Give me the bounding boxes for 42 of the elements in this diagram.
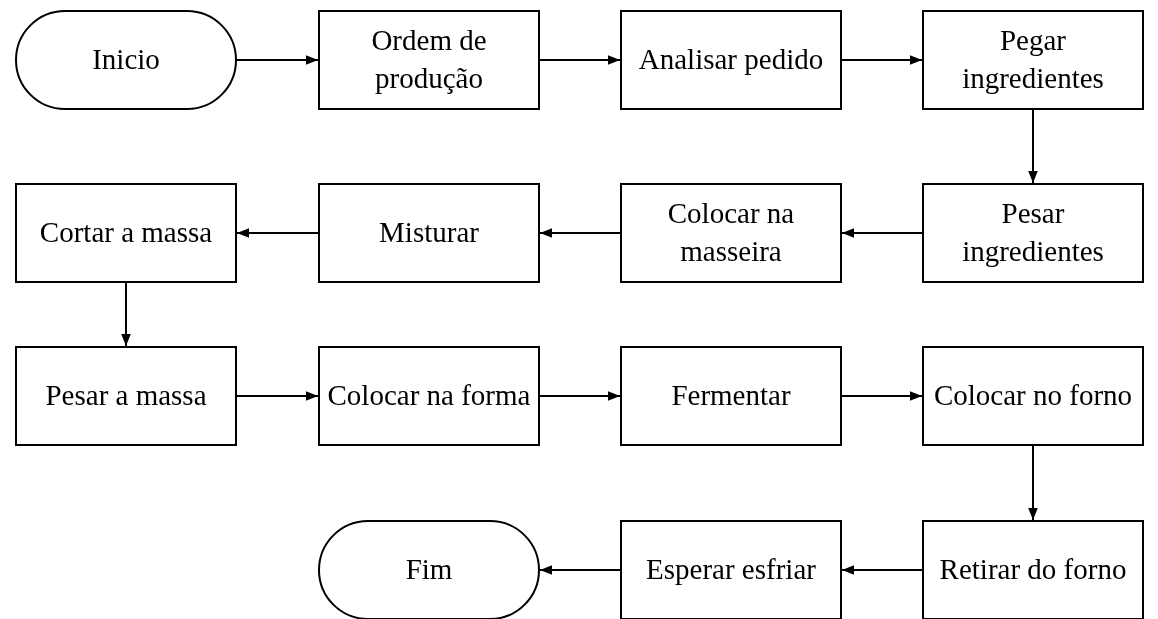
step-label: Cortar a massa	[39, 215, 213, 251]
step-label: Fermentar	[671, 378, 791, 414]
step-label: Esperar esfriar	[646, 552, 816, 588]
process-box	[620, 346, 842, 446]
step-label: Analisar pedido	[638, 42, 824, 78]
step-label: Ordem de produção	[370, 23, 488, 96]
process-box	[15, 183, 237, 283]
process-box	[318, 10, 540, 110]
step-label: Colocar na forma	[327, 378, 531, 414]
arrow	[841, 565, 923, 575]
process-box	[620, 183, 842, 283]
arrow	[1028, 445, 1038, 521]
arrow	[539, 391, 621, 401]
process-box	[922, 520, 1144, 619]
process-box	[620, 520, 842, 619]
arrow	[539, 565, 621, 575]
process-box	[620, 10, 842, 110]
step-label: Retirar do forno	[939, 552, 1127, 588]
process-box	[318, 183, 540, 283]
process-box	[922, 346, 1144, 446]
arrow	[1028, 109, 1038, 184]
arrow	[841, 55, 923, 65]
step-label: Pegar ingredientes	[961, 23, 1105, 96]
step-label: Misturar	[379, 215, 479, 251]
arrow	[539, 55, 621, 65]
process-box	[15, 346, 237, 446]
arrow	[236, 55, 319, 65]
process-box	[922, 183, 1144, 283]
step-label: Pesar ingredientes	[961, 196, 1105, 269]
arrow	[539, 228, 621, 238]
step-label: Colocar na masseira	[666, 196, 796, 269]
arrow	[236, 228, 319, 238]
arrow	[841, 228, 923, 238]
arrow	[121, 282, 131, 347]
step-label: Inicio	[92, 42, 160, 78]
step-label: Pesar a massa	[45, 378, 207, 414]
step-label: Fim	[405, 552, 453, 588]
process-box	[922, 10, 1144, 110]
arrow	[236, 391, 319, 401]
step-label: Colocar no forno	[933, 378, 1133, 414]
process-box	[318, 346, 540, 446]
arrow	[841, 391, 923, 401]
